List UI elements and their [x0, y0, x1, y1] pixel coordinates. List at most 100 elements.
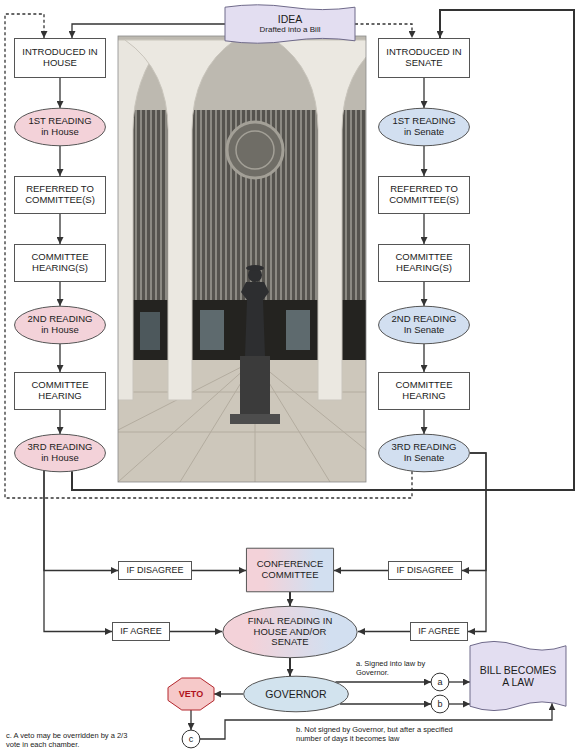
- process-box: COMMITTEE HEARING: [14, 372, 106, 410]
- node-text: COMMITTEE HEARING(S): [19, 252, 101, 274]
- flow-connector: [336, 681, 431, 682]
- statue-hat: [246, 265, 264, 271]
- final-reading-ellipse-shape: [223, 606, 357, 657]
- process-box: INTRODUCED IN HOUSE: [14, 38, 106, 78]
- node-text: IF DISAGREE: [396, 565, 453, 575]
- condition-box: IF DISAGREE: [118, 561, 192, 580]
- reading-ellipse: 1ST READING in Senate: [378, 108, 470, 146]
- seal-ring: [236, 131, 274, 169]
- note-text: c. A veto may be overridden by a 2/3 vot…: [6, 731, 140, 749]
- condition-box: IF DISAGREE: [388, 561, 462, 580]
- flow-connector: [59, 344, 60, 372]
- pedestal: [240, 356, 270, 418]
- node-text: VETO: [179, 689, 203, 699]
- flow-connector: [449, 681, 470, 682]
- veto-octagon-shape: [168, 678, 214, 710]
- condition-box: IF AGREE: [410, 622, 468, 641]
- flow-connector: [190, 710, 191, 730]
- flow-connector: [423, 78, 424, 108]
- flow-connector: [423, 410, 424, 434]
- node-text: INTRODUCED IN SENATE: [383, 47, 465, 69]
- callout-circle: c: [182, 730, 200, 748]
- photo-scene: [118, 36, 366, 482]
- reading-ellipse: 2ND READING in House: [14, 306, 106, 344]
- process-box: COMMITTEE HEARING: [378, 372, 470, 410]
- note-text: b. Not signed by Governor, but after a s…: [296, 725, 480, 743]
- process-box: INTRODUCED IN SENATE: [378, 38, 470, 78]
- committee-box-shape: [246, 548, 333, 592]
- column: [118, 40, 164, 400]
- reading-ellipse-shape: [15, 306, 106, 344]
- node-text: 1ST READING in Senate: [389, 116, 459, 138]
- window-pane: [200, 310, 224, 350]
- node-text: GOVERNOR: [265, 688, 326, 700]
- node-text: 3RD READING In Senate: [389, 442, 459, 464]
- governor-ellipse-shape: [244, 676, 349, 712]
- callout-circle-shape: [182, 730, 200, 748]
- reading-ellipse: 3RD READING In Senate: [378, 434, 470, 472]
- flow-connector: [170, 631, 222, 632]
- process-box: COMMITTEE HEARING(S): [14, 244, 106, 282]
- column: [125, 40, 235, 400]
- reading-ellipse: 2ND READING In Senate: [378, 306, 470, 344]
- flow-connector: [72, 10, 574, 490]
- node-text: c: [189, 734, 194, 744]
- flow-connector: [468, 453, 486, 632]
- flow-connector: [59, 146, 60, 176]
- node-text: b: [437, 699, 442, 709]
- node-text: COMMITTEE HEARING: [383, 380, 465, 402]
- flow-connector: [5, 14, 412, 498]
- node-text: REFERRED TO COMMITTEE(S): [19, 184, 101, 206]
- final-reading-ellipse: FINAL READING IN HOUSE AND/OR SENATE: [222, 606, 358, 658]
- flow-connector: [214, 693, 243, 694]
- statue: [241, 282, 269, 356]
- law-flag-shape: [470, 641, 566, 710]
- flow-connector: [59, 282, 60, 306]
- flow-connector: [340, 703, 431, 704]
- law-flag: BILL BECOMES A LAW: [470, 640, 566, 712]
- process-box: COMMITTEE HEARING(S): [378, 244, 470, 282]
- node-text: COMMITTEE HEARING(S): [383, 252, 465, 274]
- reading-ellipse-shape: [379, 434, 470, 472]
- flow-connector: [289, 592, 291, 606]
- window-pane: [286, 310, 310, 350]
- flow-connector: [44, 471, 118, 571]
- node-text: INTRODUCED IN HOUSE: [19, 47, 101, 69]
- process-box: REFERRED TO COMMITTEE(S): [378, 176, 470, 214]
- idea-flag-shape: [225, 5, 355, 43]
- flow-connector: [44, 471, 112, 632]
- node-text: 2ND READING in House: [25, 314, 95, 336]
- condition-box: IF AGREE: [112, 622, 170, 641]
- flow-connector: [423, 214, 424, 244]
- photo-frame: [118, 36, 366, 482]
- flow-connector: [462, 453, 486, 571]
- node-text: REFERRED TO COMMITTEE(S): [383, 184, 465, 206]
- flow-connector: [289, 658, 291, 676]
- idea-flag: IDEADrafted into a Bill: [225, 4, 355, 44]
- reading-ellipse-shape: [15, 434, 106, 472]
- state-seal: [227, 122, 283, 178]
- node-text: Drafted into a Bill: [260, 25, 321, 34]
- flow-connector: [59, 78, 60, 108]
- callout-circle: b: [431, 695, 449, 713]
- flow-connector: [59, 214, 60, 244]
- flow-connector: [72, 24, 225, 38]
- reading-ellipse-shape: [379, 306, 470, 344]
- committee-box: CONFERENCE COMMITTEE: [246, 548, 334, 592]
- callout-circle: a: [431, 673, 449, 691]
- node-text: IF AGREE: [120, 626, 162, 636]
- node-text: 3RD READING in House: [25, 442, 95, 464]
- flow-connector: [358, 631, 410, 632]
- node-text: COMMITTEE HEARING: [19, 380, 101, 402]
- callout-circle-shape: [431, 695, 449, 713]
- node-text: BILL BECOMES A LAW: [476, 664, 560, 688]
- column: [275, 40, 366, 400]
- reading-ellipse-shape: [379, 108, 470, 146]
- reading-ellipse: 3RD READING in House: [14, 434, 106, 472]
- callout-circle-shape: [431, 673, 449, 691]
- node-text: 2ND READING In Senate: [389, 314, 459, 336]
- note-text: a. Signed into law by Governor.: [356, 659, 428, 677]
- flow-connector: [423, 344, 424, 372]
- node-text: a: [437, 677, 442, 687]
